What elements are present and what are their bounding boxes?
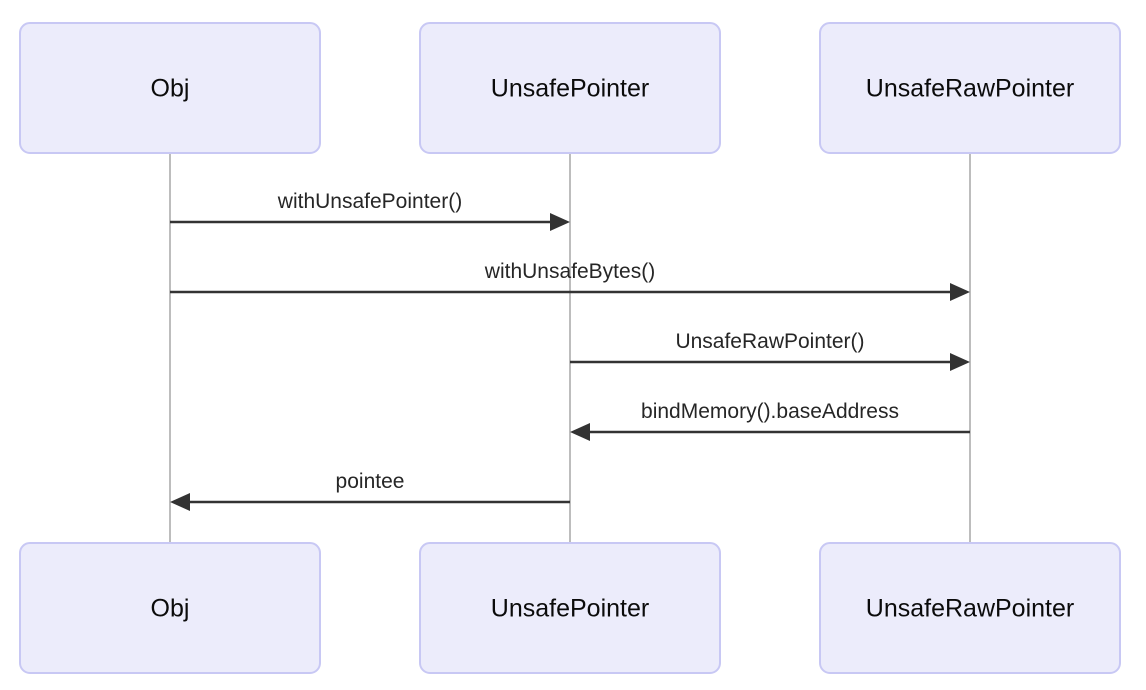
actor-top-unsafe-pointer[interactable]: UnsafePointer xyxy=(419,22,721,154)
actor-box-top-obj[interactable] xyxy=(19,22,321,154)
message-label-1: withUnsafePointer() xyxy=(277,190,462,213)
messages-layer: withUnsafePointer() withUnsafeBytes() Un… xyxy=(170,190,970,511)
lifelines-layer xyxy=(169,153,971,543)
actor-top-unsafe-raw-pointer[interactable]: UnsafeRawPointer xyxy=(819,22,1121,154)
actors-bottom-layer: Obj UnsafePointer UnsafeRawPointer xyxy=(19,542,1121,674)
arrowhead-left-icon-4 xyxy=(570,423,590,441)
actor-bottom-obj[interactable]: Obj xyxy=(19,542,321,674)
actor-bottom-unsafe-pointer[interactable]: UnsafePointer xyxy=(419,542,721,674)
message-1[interactable]: withUnsafePointer() xyxy=(170,190,570,231)
actor-label-bottom-obj: Obj xyxy=(151,595,190,623)
actor-box-bottom-unsafe-pointer[interactable] xyxy=(419,542,721,674)
actor-label-bottom-unsafe-pointer: UnsafePointer xyxy=(491,595,649,623)
arrowhead-right-icon-3 xyxy=(950,353,970,371)
message-5[interactable]: pointee xyxy=(170,470,570,511)
arrowhead-left-icon-5 xyxy=(170,493,190,511)
actor-top-obj[interactable]: Obj xyxy=(19,22,321,154)
message-3[interactable]: UnsafeRawPointer() xyxy=(570,330,970,371)
message-label-5: pointee xyxy=(336,470,405,493)
actor-bottom-unsafe-raw-pointer[interactable]: UnsafeRawPointer xyxy=(819,542,1121,674)
arrowhead-right-icon-2 xyxy=(950,283,970,301)
arrowhead-right-icon-1 xyxy=(550,213,570,231)
message-label-2: withUnsafeBytes() xyxy=(484,260,655,283)
actor-label-top-unsafe-raw-pointer: UnsafeRawPointer xyxy=(866,75,1074,103)
actor-label-top-obj: Obj xyxy=(151,75,190,103)
message-label-4: bindMemory().baseAddress xyxy=(641,400,899,423)
actor-box-bottom-obj[interactable] xyxy=(19,542,321,674)
actor-box-bottom-unsafe-raw-pointer[interactable] xyxy=(819,542,1121,674)
actors-top-layer: Obj UnsafePointer UnsafeRawPointer xyxy=(19,22,1121,154)
actor-label-top-unsafe-pointer: UnsafePointer xyxy=(491,75,649,103)
actor-box-top-unsafe-pointer[interactable] xyxy=(419,22,721,154)
message-label-3: UnsafeRawPointer() xyxy=(675,330,864,353)
actor-label-bottom-unsafe-raw-pointer: UnsafeRawPointer xyxy=(866,595,1074,623)
actor-box-top-unsafe-raw-pointer[interactable] xyxy=(819,22,1121,154)
message-2[interactable]: withUnsafeBytes() xyxy=(170,260,970,301)
message-4[interactable]: bindMemory().baseAddress xyxy=(570,400,970,441)
